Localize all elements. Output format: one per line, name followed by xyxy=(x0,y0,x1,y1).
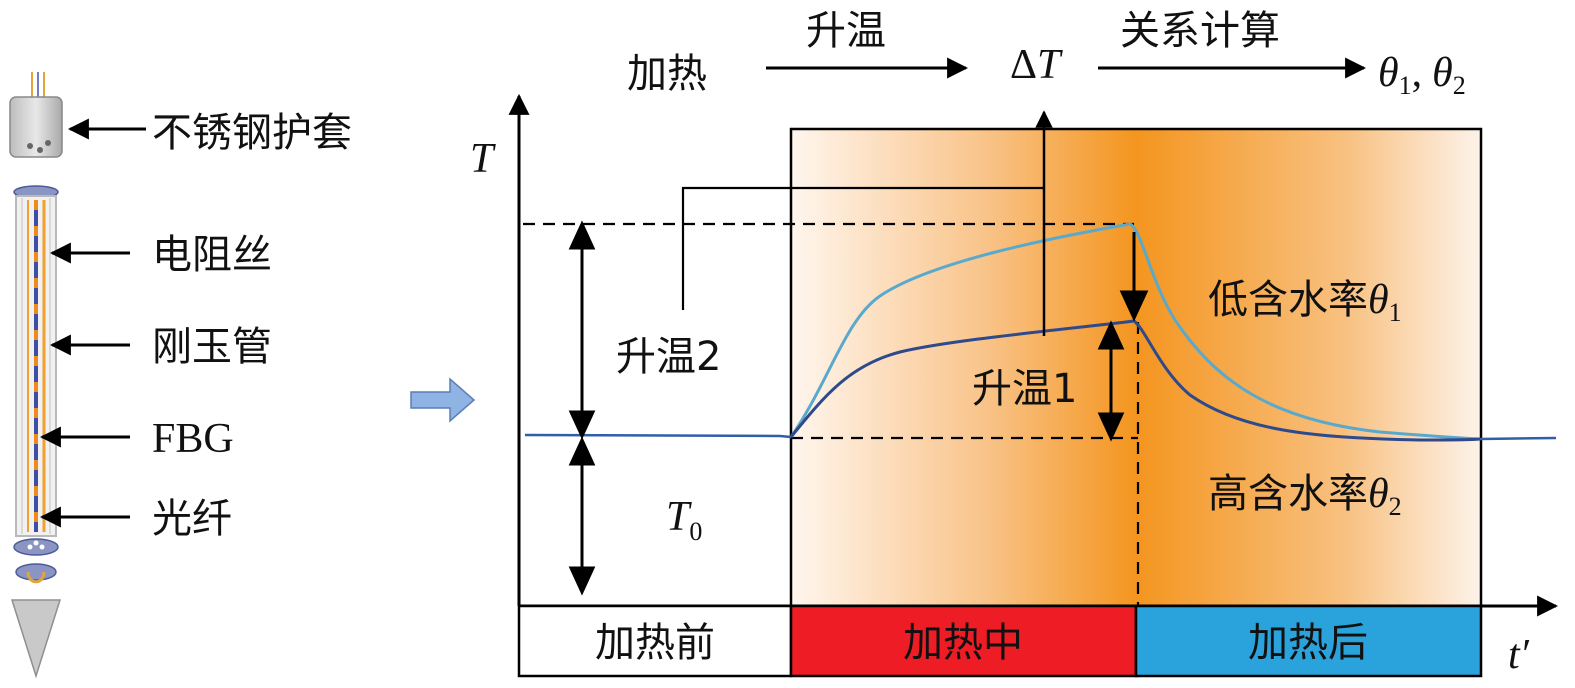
phase-bar: 加热前 加热中 加热后 xyxy=(517,604,1483,678)
baseline-curve xyxy=(524,433,1557,441)
cone-tip xyxy=(10,599,62,679)
tube-label: 刚玉管 xyxy=(152,324,272,370)
block-arrow-icon xyxy=(410,377,476,423)
high-water-curve xyxy=(789,319,1481,442)
flow-theta-result: θ1,θ2 xyxy=(1378,50,1466,100)
fiber-label: 光纤 xyxy=(152,496,232,542)
flow-calc-label: 关系计算 xyxy=(1120,8,1280,54)
high-water-label: 高含水率θ2 xyxy=(1208,471,1402,521)
flow-rise-label: 升温 xyxy=(806,8,886,54)
fbg-label: FBG xyxy=(152,416,234,462)
rise1-label: 升温1 xyxy=(972,366,1077,412)
wire-label: 电阻丝 xyxy=(152,232,272,278)
low-water-curve xyxy=(789,222,1481,441)
sheath-body xyxy=(9,96,63,158)
heating-region xyxy=(789,127,1483,608)
heating-chart: T t′ 升温2 升温1 T0 xyxy=(470,93,1559,678)
x-axis-label: t′ xyxy=(1508,632,1530,678)
phase-after-label: 加热后 xyxy=(1248,620,1368,666)
phase-before-label: 加热前 xyxy=(595,620,715,666)
phase-after-cell xyxy=(1134,604,1483,678)
flow-delta-t: ΔT xyxy=(1010,42,1063,88)
y-axis-label: T xyxy=(470,136,496,182)
t0-label: T0 xyxy=(666,494,702,546)
probe-pointers xyxy=(39,118,146,528)
phase-before-cell xyxy=(517,604,793,678)
phase-during-label: 加热中 xyxy=(903,620,1023,666)
flow-heat-label: 加热 xyxy=(627,51,707,97)
probe-illustration xyxy=(9,72,63,679)
sheath-label: 不锈钢护套 xyxy=(152,110,352,156)
rise2-label: 升温2 xyxy=(616,334,721,380)
low-water-label: 低含水率θ1 xyxy=(1208,277,1402,327)
